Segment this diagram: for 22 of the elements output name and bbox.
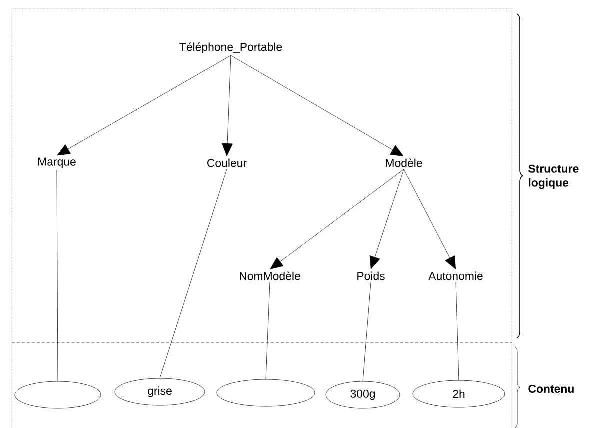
connector-line bbox=[160, 169, 228, 378]
connector-line bbox=[456, 282, 460, 380]
value-ellipse bbox=[216, 379, 316, 407]
element-label: Couleur bbox=[208, 158, 247, 168]
connector-line bbox=[56, 170, 58, 382]
element-label: Marque bbox=[38, 158, 76, 168]
arrow bbox=[270, 169, 404, 270]
connector-line bbox=[266, 282, 270, 380]
element-label: Poids bbox=[358, 272, 385, 280]
element-label: Autonomie bbox=[428, 272, 483, 280]
arrow bbox=[370, 169, 404, 270]
section-label: Contenu bbox=[528, 384, 574, 394]
element-label: Modèle bbox=[386, 158, 422, 168]
section-label: Structure logique bbox=[528, 164, 579, 190]
arrow bbox=[230, 55, 404, 156]
element-label: NomModèle bbox=[240, 272, 300, 280]
arrow bbox=[57, 55, 232, 156]
arrow bbox=[222, 55, 233, 156]
value-ellipse bbox=[14, 381, 102, 409]
arrow bbox=[404, 169, 456, 270]
connector-line bbox=[362, 282, 372, 382]
element-label: Téléphone_Portable bbox=[180, 42, 282, 54]
